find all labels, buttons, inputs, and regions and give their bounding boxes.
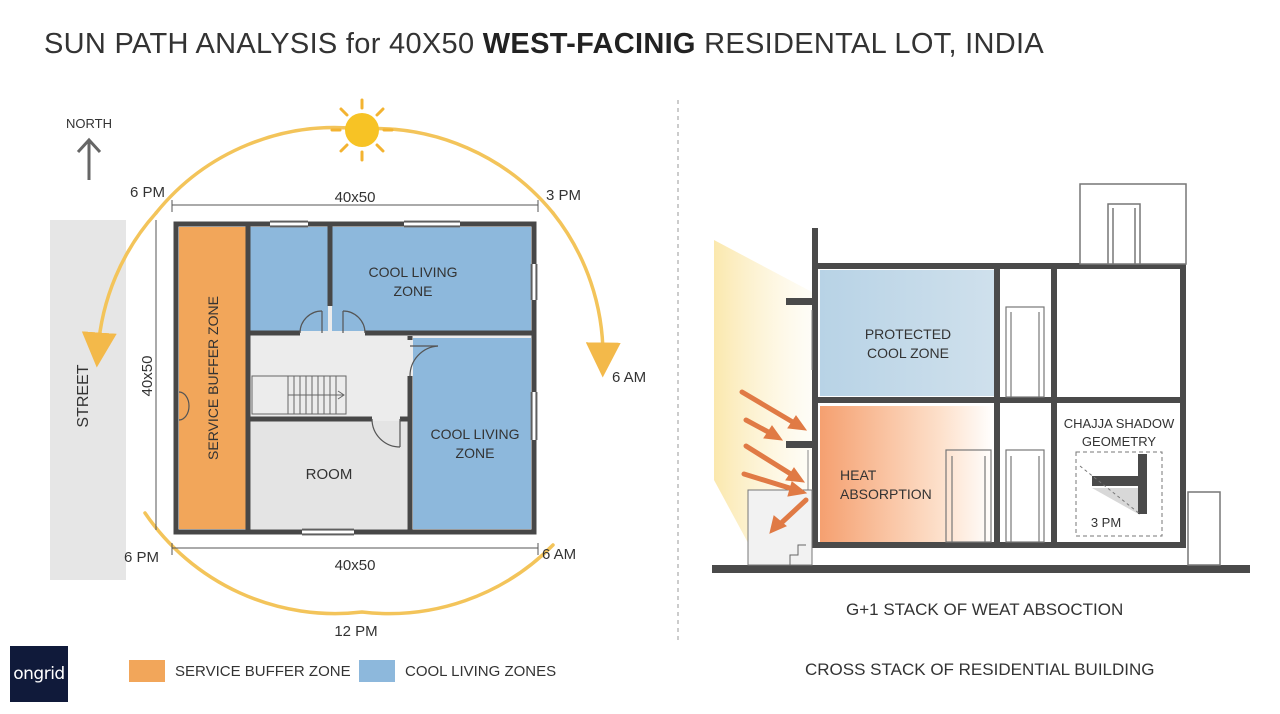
title-part1: SUN PATH ANALYSIS for 40X50 (44, 28, 475, 60)
protected-cool-zone (820, 270, 994, 396)
time-top-left: 6 PM (130, 184, 165, 201)
dim-left: 40x50 (139, 356, 156, 397)
divider (677, 100, 679, 640)
legend-cool: COOL LIVING ZONES (359, 660, 556, 682)
legend-cool-swatch (359, 660, 395, 682)
cross-section: PROTECTED COOL ZONE HEAT ABSORPTION CHAJ… (712, 183, 1250, 573)
cool-right-line1: COOL LIVING (431, 426, 520, 442)
title-part2: RESIDENTAL LOT, INDIA (704, 28, 1045, 60)
time-bottom-left: 6 PM (124, 549, 159, 566)
time-right: 6 AM (612, 369, 646, 386)
chajja-line1: CHAJJA SHADOW (1064, 416, 1175, 431)
section-footer: CROSS STACK OF RESIDENTIAL BUILDING (805, 660, 1155, 679)
time-top-right: 3 PM (546, 187, 581, 204)
north-label: NORTH (66, 116, 112, 131)
chajja-detail (1075, 451, 1163, 537)
stairs-icon (251, 375, 347, 415)
floor-plan: STREET NORTH 40 (50, 98, 646, 640)
ongrid-logo: ongrid (10, 646, 68, 702)
cool-zone-small (249, 227, 328, 331)
heat-arrows (739, 389, 809, 534)
service-zone-label: SERVICE BUFFER ZONE (205, 296, 221, 460)
title-bold: WEST-FACINIG (482, 28, 696, 60)
cool-zone-top (332, 227, 531, 331)
chajja-time: 3 PM (1091, 515, 1121, 530)
section-caption: G+1 STACK OF WEAT ABSOCTION (846, 600, 1124, 619)
protected-line1: PROTECTED (865, 326, 951, 342)
door-icon (178, 310, 439, 448)
legend-service-label: SERVICE BUFFER ZONE (175, 662, 351, 680)
cool-zone-right (413, 338, 531, 529)
legend-cool-label: COOL LIVING ZONES (405, 662, 557, 680)
ground-slab (712, 565, 1250, 573)
room-label: ROOM (306, 466, 353, 483)
time-bottom-right: 6 AM (542, 546, 576, 563)
protected-line2: COOL ZONE (867, 345, 949, 361)
service-buffer-zone (179, 227, 246, 529)
street-label: STREET (75, 364, 92, 427)
chajja-line2: GEOMETRY (1082, 434, 1156, 449)
heat-absorption-zone (820, 406, 994, 542)
time-bottom: 12 PM (334, 623, 377, 640)
cool-top-line1: COOL LIVING (369, 264, 458, 280)
heat-line1: HEAT (840, 467, 877, 483)
sun-icon (330, 98, 394, 162)
heat-line2: ABSORPTION (840, 486, 932, 502)
cool-top-line2: ZONE (394, 283, 433, 299)
cool-right-line2: ZONE (456, 445, 495, 461)
dim-top: 40x50 (335, 189, 376, 206)
dim-bottom: 40x50 (335, 557, 376, 574)
sun-path-arc (81, 125, 621, 616)
north-arrow-icon (76, 137, 102, 180)
legend-service: SERVICE BUFFER ZONE (129, 660, 351, 682)
legend-service-swatch (129, 660, 165, 682)
page-title: SUN PATH ANALYSIS for 40X50 WEST-FACINIG… (44, 28, 1044, 61)
